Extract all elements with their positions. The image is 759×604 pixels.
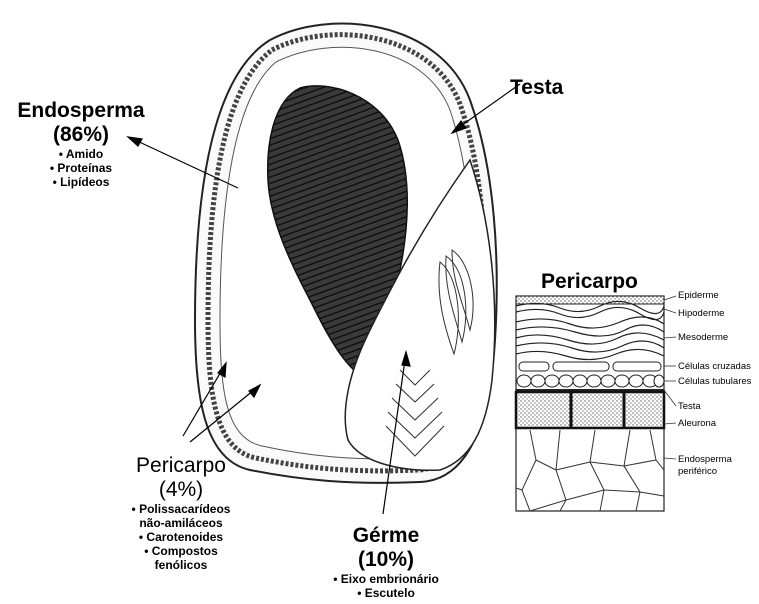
pericarpo-item: • Compostos	[106, 544, 256, 558]
pericarp-cross-section	[516, 296, 676, 511]
layer-label-aleurona: Aleurona	[678, 418, 716, 429]
germe-item: • Escutelo	[316, 586, 456, 600]
layer-label-mesoderme: Mesoderme	[678, 332, 728, 343]
germe-label: Gérme (10%) • Eixo embrionário • Escutel…	[316, 524, 456, 600]
germe-percent: (10%)	[316, 548, 456, 572]
endosperma-item: • Proteínas	[12, 161, 150, 175]
endosperma-item: • Lipídeos	[12, 175, 150, 189]
pericarpo-percent: (4%)	[106, 478, 256, 502]
pericarpo-item: • Polissacarídeos	[106, 502, 256, 516]
layer-label-periferico: periférico	[678, 466, 717, 477]
testa-label: Testa	[510, 76, 563, 100]
layer-label-hipoderme: Hipoderme	[678, 308, 724, 319]
pericarpo-item: não-amiláceos	[106, 516, 256, 530]
pericarpo-title: Pericarpo	[106, 454, 256, 478]
layer-label-endosperma: Endosperma	[678, 454, 732, 465]
layer-label-celulas-tubulares: Células tubulares	[678, 376, 751, 387]
layer-label-epiderme: Epiderme	[678, 290, 719, 301]
endosperma-label: Endosperma (86%) • Amido • Proteínas • L…	[12, 99, 150, 189]
pericarpo-item: • Carotenoides	[106, 530, 256, 544]
layer-label-celulas-cruzadas: Células cruzadas	[678, 361, 751, 372]
layer-label-testa: Testa	[678, 401, 701, 412]
germe-item: • Eixo embrionário	[316, 572, 456, 586]
pericarpo-label: Pericarpo (4%) • Polissacarídeos não-ami…	[106, 454, 256, 572]
pericarp-detail-title: Pericarpo	[541, 270, 638, 294]
endosperma-title: Endosperma	[12, 99, 150, 123]
germe-title: Gérme	[316, 524, 456, 548]
pericarpo-item: fenólicos	[106, 558, 256, 572]
endosperma-item: • Amido	[12, 147, 150, 161]
endosperma-percent: (86%)	[12, 123, 150, 147]
